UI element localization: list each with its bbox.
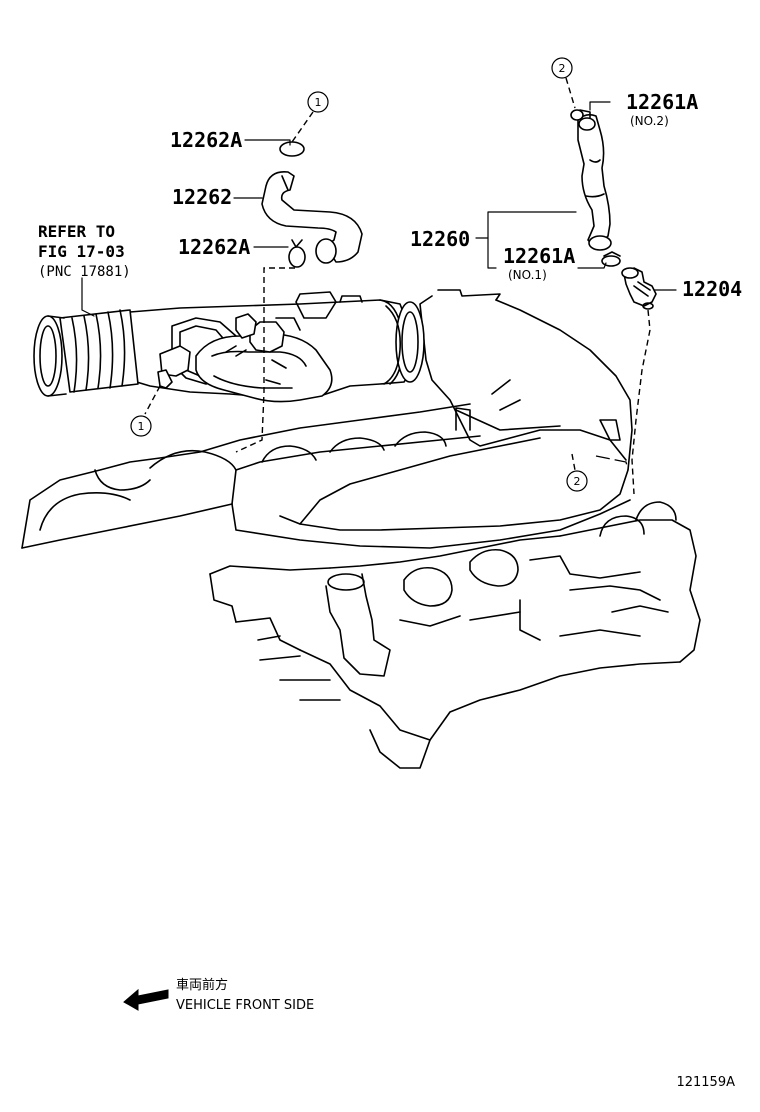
engine-block xyxy=(21,403,701,769)
marker-2-top: 2 xyxy=(551,57,573,79)
vehicle-front-english: VEHICLE FRONT SIDE xyxy=(176,998,314,1013)
label-12262A-mid: 12262A xyxy=(178,235,250,259)
figure-code: 121159A xyxy=(676,1075,735,1090)
label-12204: 12204 xyxy=(682,277,742,301)
label-12260: 12260 xyxy=(410,227,470,251)
connection-lines xyxy=(144,77,651,495)
label-12261A-top-sub: (NO.2) xyxy=(630,114,669,128)
marker-1-top: 1 xyxy=(307,91,329,113)
vehicle-front-indicator: 車両前方 VEHICLE FRONT SIDE xyxy=(123,977,314,1013)
front-arrow-icon xyxy=(123,988,169,1011)
marker-1-left: 1 xyxy=(130,415,152,437)
label-12262A-top: 12262A xyxy=(170,128,242,152)
marker-2-right: 2 xyxy=(566,470,588,492)
intake-duct-assembly xyxy=(33,291,425,403)
reference-line-1: REFER TO xyxy=(38,222,115,241)
label-12261A-mid: 12261A xyxy=(503,244,575,268)
svg-text:1: 1 xyxy=(315,96,322,109)
pcv-valve-12204 xyxy=(621,267,657,310)
hose-12262 xyxy=(261,170,363,264)
reference-line-2: FIG 17-03 xyxy=(38,242,125,261)
vehicle-front-japanese: 車両前方 xyxy=(176,977,228,993)
svg-text:2: 2 xyxy=(574,475,581,488)
reference-line-3: (PNC 17881) xyxy=(38,264,131,280)
clamps xyxy=(279,109,621,268)
svg-text:2: 2 xyxy=(559,62,566,75)
label-12262: 12262 xyxy=(172,185,232,209)
clamp-12261A-top xyxy=(570,109,584,121)
intake-manifold xyxy=(279,289,633,531)
hose-12260 xyxy=(577,113,612,251)
clamp-12262A-mid xyxy=(288,246,306,268)
clamp-12261A-mid xyxy=(601,255,621,267)
label-12261A-top: 12261A xyxy=(626,90,698,114)
label-12261A-mid-sub: (NO.1) xyxy=(508,268,547,282)
svg-text:1: 1 xyxy=(138,420,145,433)
clamp-12262A-top xyxy=(279,141,305,157)
leader-lines xyxy=(81,101,677,317)
